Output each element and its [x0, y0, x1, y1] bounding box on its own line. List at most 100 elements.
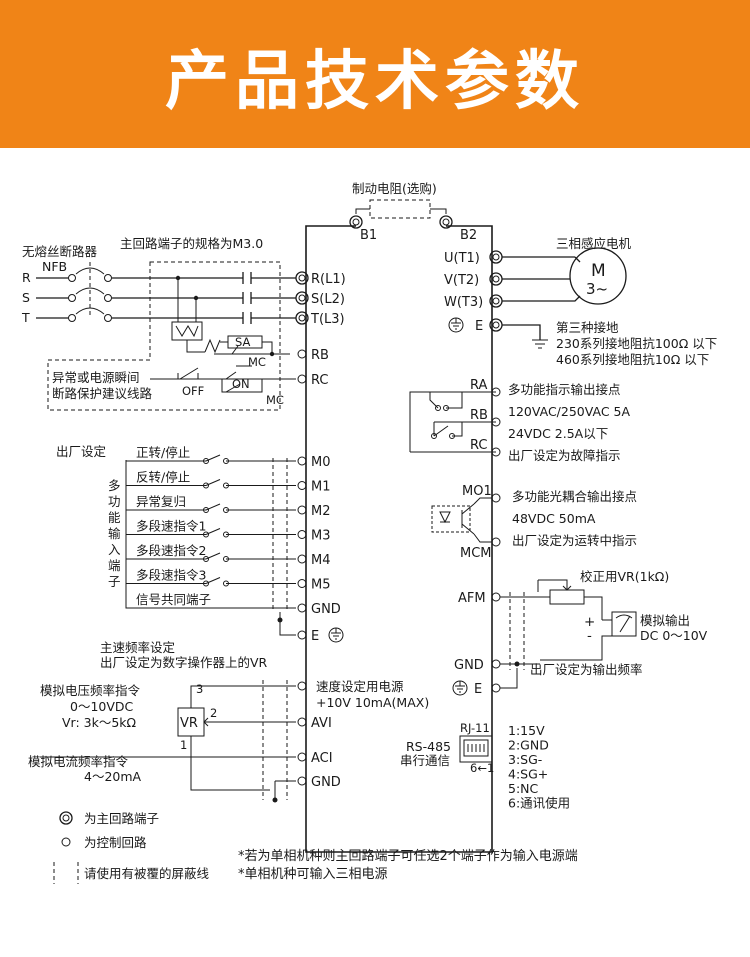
- terminal-ra: [491, 387, 501, 397]
- protect-line-1: 异常或电源瞬间: [52, 370, 140, 385]
- e-label-2: E: [311, 629, 319, 644]
- contact-a: [203, 580, 209, 587]
- pinout-item: 2:GND: [508, 738, 549, 753]
- vr-pin-1: 1: [180, 738, 187, 752]
- rc-label: RC: [311, 373, 328, 388]
- analog-v-1: 模拟电压频率指令: [40, 683, 141, 698]
- contact-b: [223, 556, 229, 562]
- terminal-rb2: [491, 417, 501, 427]
- ground-title: 第三种接地: [556, 320, 619, 335]
- terminal-mo1: [491, 493, 501, 503]
- terminal-gnd-2: [491, 659, 501, 669]
- terminal-m0: [297, 456, 307, 466]
- mc-label-2: MC: [266, 393, 284, 407]
- mc-contacts: [242, 272, 252, 324]
- terminal-b1: [349, 215, 363, 229]
- title-banner: 产品技术参数: [0, 0, 750, 148]
- contact-a: [203, 531, 209, 538]
- rl1-label: R(L1): [311, 272, 346, 287]
- legend-main: 为主回路端子: [84, 811, 159, 826]
- vr-pin-2: 2: [210, 706, 217, 720]
- contact-b: [223, 531, 229, 538]
- vr-label: VR: [180, 716, 198, 731]
- control-terminal-icon: [61, 837, 71, 847]
- contact-b: [223, 580, 229, 587]
- e-label-1: E: [475, 319, 483, 334]
- aci-label: ACI: [311, 751, 333, 766]
- off-label: OFF: [182, 384, 204, 398]
- afm-factory-label: 出厂设定为输出频率: [530, 662, 643, 677]
- relay-rc-label: RC: [470, 438, 487, 453]
- relay-desc-1: 多功能指示输出接点: [508, 382, 621, 397]
- analog-v-3: Vr: 3k～5kΩ: [62, 715, 137, 730]
- legend-shield: 请使用有被覆的屏蔽线: [84, 866, 210, 881]
- terminal-e-ctrl: [297, 630, 307, 640]
- drive-frame: [305, 225, 493, 853]
- terminal-rb: [297, 349, 307, 359]
- gnd-label-1: GND: [311, 602, 341, 617]
- mc-label-1: MC: [248, 355, 266, 369]
- contact-b: [223, 482, 229, 489]
- rj11-label: RJ-11: [460, 721, 490, 735]
- contact-a: [203, 507, 209, 513]
- terminal-r-l1: [295, 271, 309, 285]
- motor-m: M: [591, 261, 606, 281]
- relay-desc-4: 出厂设定为故障指示: [508, 448, 621, 463]
- gnd-label-3: GND: [311, 775, 341, 790]
- photo-desc-1: 多功能光耦合输出接点: [512, 489, 637, 504]
- multi-input-char: 多: [108, 478, 121, 493]
- terminal-s-l2: [295, 291, 309, 305]
- terminal-label: M5: [311, 578, 331, 593]
- terminal-10v: [297, 681, 307, 691]
- motor-title: 三相感应电机: [556, 236, 632, 251]
- relay-rb-label: RB: [470, 408, 488, 423]
- ground-icon-2: [328, 627, 344, 643]
- contact-a: [203, 482, 209, 489]
- terminal-m2: [297, 505, 307, 515]
- speed-supply-2: +10V 10mA(MAX): [316, 695, 429, 710]
- input-label: 多段速指令3: [136, 568, 206, 583]
- terminal-label: M3: [311, 529, 331, 544]
- ut1-label: U(T1): [444, 251, 480, 266]
- terminal-gnd-3: [297, 776, 307, 786]
- nfb-label: NFB: [42, 259, 67, 274]
- analog-i-2: 4～20mA: [84, 769, 142, 784]
- multi-input-char: 输: [108, 526, 121, 541]
- input-list: 正转/停止M0反转/停止M1异常复归M2多段速指令1M3多段速指令2M4多段速指…: [126, 445, 331, 593]
- motor-phase: 3~: [586, 280, 608, 298]
- contact-b: [223, 458, 229, 464]
- multi-input-char: 子: [108, 574, 121, 589]
- minus-sign: -: [587, 628, 592, 644]
- motor: [569, 247, 627, 305]
- relay-ra-label: RA: [470, 378, 488, 393]
- terminal-aci: [297, 752, 307, 762]
- terminal-label: M4: [311, 553, 331, 568]
- contact-a: [203, 556, 209, 562]
- terminal-rc: [297, 374, 307, 384]
- sl2-label: S(L2): [311, 292, 345, 307]
- afm-label: AFM: [458, 591, 486, 606]
- vr-pin-3: 3: [196, 682, 203, 696]
- legend-ctrl: 为控制回路: [84, 835, 147, 850]
- factory-setting-label: 出厂设定: [56, 444, 106, 459]
- ground-icon: [448, 317, 464, 333]
- pinout-item: 6:通讯使用: [508, 796, 570, 811]
- terminal-b2: [439, 215, 453, 229]
- main-freq-1: 主速频率设定: [100, 640, 175, 655]
- rs485-label: RS-485: [406, 739, 451, 754]
- input-label: 反转/停止: [136, 470, 190, 485]
- terminal-m5: [297, 579, 307, 588]
- photo-desc-3: 出厂设定为运转中指示: [512, 533, 637, 548]
- e-label-3: E: [474, 682, 482, 697]
- multi-input-char: 端: [108, 558, 121, 573]
- terminal-m4: [297, 554, 307, 564]
- speed-supply-1: 速度设定用电源: [316, 679, 404, 694]
- rb-label: RB: [311, 348, 329, 363]
- b2-label: B2: [460, 228, 477, 243]
- note-1: *若为单相机种则主回路端子可任选2个端子作为输入电源端: [238, 848, 578, 864]
- terminal-label: M2: [311, 504, 331, 519]
- analog-v-2: 0～10VDC: [70, 699, 134, 714]
- photocoupler: [431, 497, 492, 543]
- main-terminal-spec-label: 主回路端子的规格为M3.0: [120, 236, 263, 251]
